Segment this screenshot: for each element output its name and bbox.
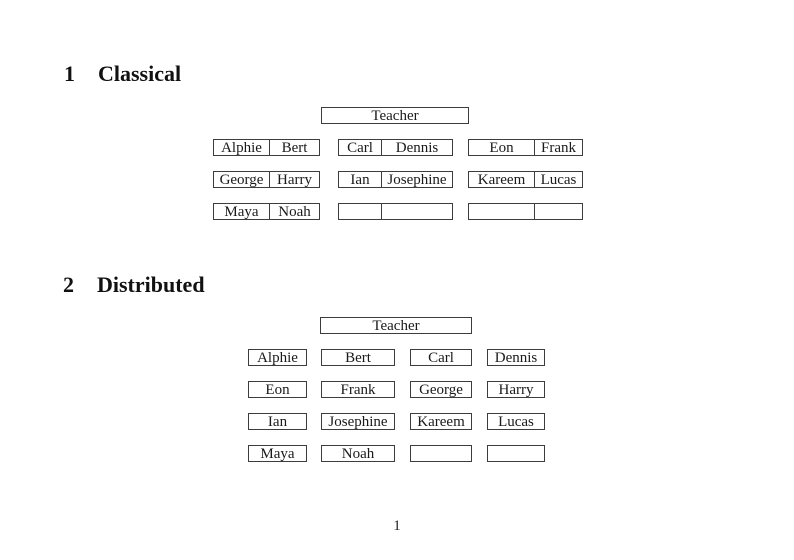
seat: Lucas xyxy=(487,413,545,430)
seat: Alphie xyxy=(248,349,307,366)
seat: Frank xyxy=(321,381,395,398)
seat: George xyxy=(219,172,264,187)
seat: Bert xyxy=(269,140,319,155)
seat-empty xyxy=(381,204,452,219)
teacher-desk: Teacher xyxy=(321,107,469,124)
seat-empty xyxy=(339,204,381,219)
seat: Noah xyxy=(269,204,319,219)
seat: Eon xyxy=(489,140,514,155)
section-heading-distributed: 2 Distributed xyxy=(63,274,205,296)
desk: Maya Noah xyxy=(213,203,320,220)
seat: Lucas xyxy=(534,172,582,187)
seat: Frank xyxy=(534,140,582,155)
seat-empty xyxy=(469,204,534,219)
seat-empty xyxy=(534,204,582,219)
seat: Josephine xyxy=(381,172,452,187)
section-heading-classical: 1 Classical xyxy=(64,63,181,85)
desk: George Harry xyxy=(213,171,320,188)
section-title: Distributed xyxy=(97,272,205,297)
desk: Carl Dennis xyxy=(338,139,453,156)
seat: Kareem xyxy=(410,413,472,430)
teacher-desk: Teacher xyxy=(320,317,472,334)
seat: Ian xyxy=(248,413,307,430)
desk-row: George Harry Ian Josephine Kareem Lucas xyxy=(0,171,794,188)
seat-empty xyxy=(410,445,472,462)
seat: Harry xyxy=(269,172,319,187)
seat: Harry xyxy=(487,381,545,398)
seat: Carl xyxy=(347,140,373,155)
seat: Maya xyxy=(224,204,259,219)
seat: Maya xyxy=(248,445,307,462)
seat: Noah xyxy=(321,445,395,462)
desk-empty xyxy=(338,203,453,220)
seat: Eon xyxy=(248,381,307,398)
desk: Alphie Bert xyxy=(213,139,320,156)
seat: George xyxy=(410,381,472,398)
page-number: 1 xyxy=(393,518,401,534)
seat: Alphie xyxy=(221,140,262,155)
desk-empty xyxy=(468,203,583,220)
seat: Bert xyxy=(321,349,395,366)
seat: Kareem xyxy=(477,172,526,187)
desk-row: Maya Noah xyxy=(0,203,794,220)
section-number: 1 xyxy=(64,61,75,86)
seat-empty xyxy=(487,445,545,462)
seat: Dennis xyxy=(487,349,545,366)
desk: Ian Josephine xyxy=(338,171,453,188)
desk: Kareem Lucas xyxy=(468,171,583,188)
desk: Eon Frank xyxy=(468,139,583,156)
seat: Ian xyxy=(350,172,370,187)
seat: Dennis xyxy=(381,140,452,155)
seat: Josephine xyxy=(321,413,395,430)
section-title: Classical xyxy=(98,61,182,86)
seat-row: Maya Noah xyxy=(0,445,794,462)
desk-row: Alphie Bert Carl Dennis Eon Frank xyxy=(0,139,794,156)
seat-row: Eon Frank George Harry xyxy=(0,381,794,398)
section-number: 2 xyxy=(63,272,74,297)
seat: Carl xyxy=(410,349,472,366)
seat-row: Alphie Bert Carl Dennis xyxy=(0,349,794,366)
seat-row: Ian Josephine Kareem Lucas xyxy=(0,413,794,430)
